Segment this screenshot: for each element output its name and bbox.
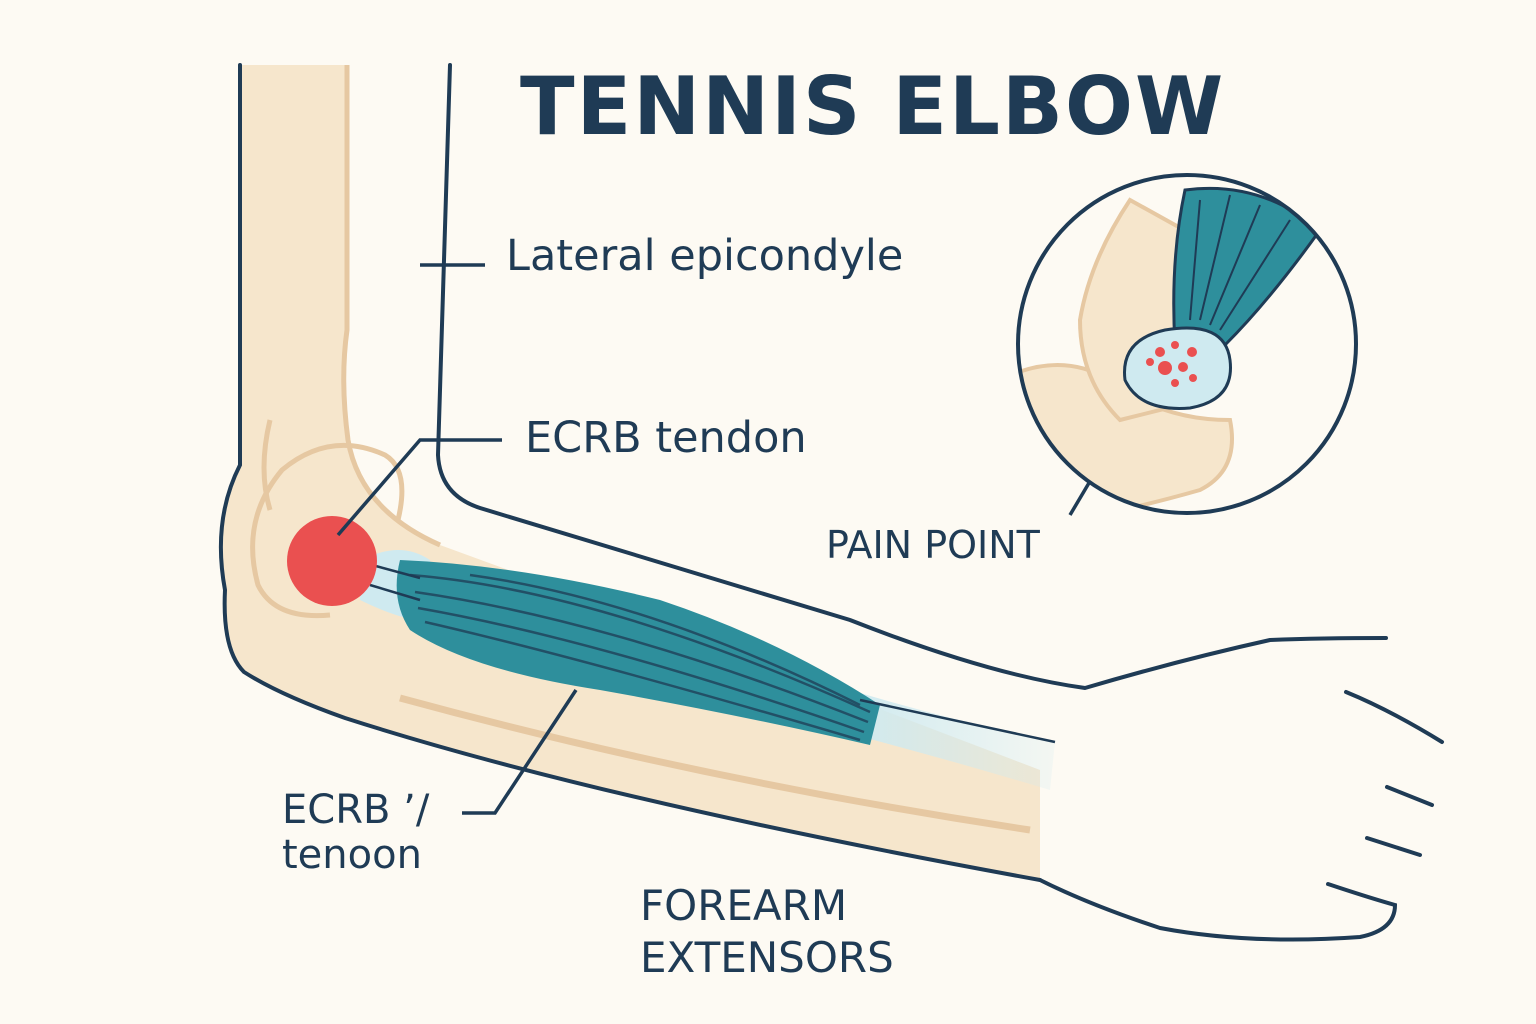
label-lateral-epicondyle: Lateral epicondyle [506,231,904,281]
arm-outline [218,63,1444,942]
upper-arm-and-forearm [220,65,1040,880]
label-ecrb-tenoon-line2: tenoon [282,831,422,878]
label-ecrb-tenoon-line1: ECRB ’/ [282,787,430,833]
olecranon-outline [250,442,405,619]
label-ecrb-tenoon: ECRB ’/ tenoon [282,788,482,878]
distal-tendon-shape [850,690,1055,790]
label-pain-point: PAIN POINT [826,523,1040,567]
inset-magnified-view [1018,175,1356,513]
pain-point-marker [287,516,377,606]
forearm-contour [399,694,1031,834]
skin-contour-upper [341,65,442,548]
hand [1040,638,1386,960]
label-extensors: EXTENSORS [640,933,894,982]
inflammation-dots [1146,341,1197,387]
muscle-fibers [409,573,871,742]
elbow-crease [261,419,273,511]
page-title: TENNIS ELBOW [520,60,1226,153]
tendon-fibers [369,563,1056,744]
label-forearm: FOREARM [640,881,848,930]
label-ecrb-tendon: ECRB tendon [525,413,807,463]
inset-circle-border [1016,173,1358,515]
forearm-extensor-muscle [396,560,880,745]
